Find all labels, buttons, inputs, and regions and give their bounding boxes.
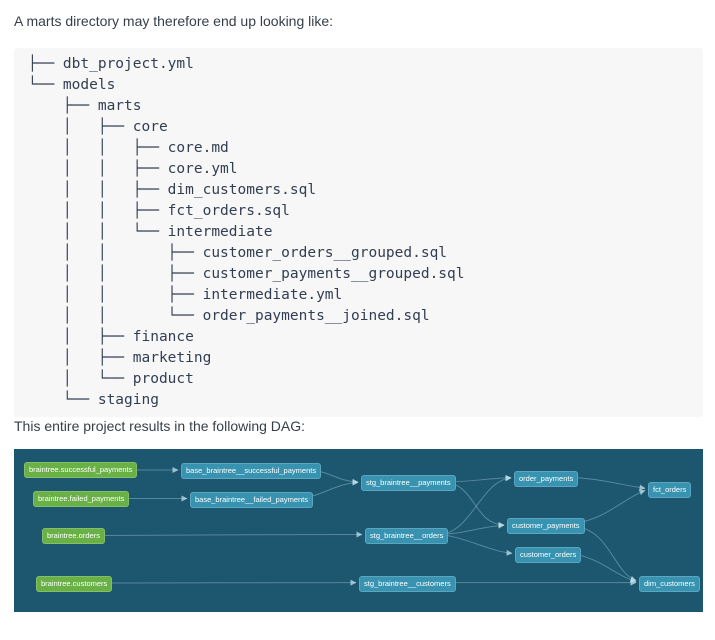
dag-edge-7 — [438, 475, 512, 535]
dag-edge-13 — [575, 489, 646, 524]
directory-tree-code-block: ├── dbt_project.yml └── models ├── marts… — [14, 48, 703, 417]
dag-node-stg-braintree-orders: stg_braintree__orders — [365, 528, 449, 544]
dag-node-customer-orders: customer_orders — [515, 547, 582, 563]
dag-node-base-braintree-successful-payments: base_braintree__successful_payments — [181, 463, 322, 479]
dag-node-braintree-customers: braintree.customers — [36, 576, 113, 592]
dag-node-braintree-successful-payments: braintree.successful_payments — [24, 462, 138, 478]
dag-node-braintree-failed-payments: braintree.failed_payments — [33, 491, 130, 507]
dag-node-customer-payments: customer_payments — [507, 518, 585, 534]
dag-node-fct-orders: fct_orders — [648, 482, 692, 498]
dag-node-dim-customers: dim_customers — [639, 576, 700, 592]
dag-image: braintree.successful_payments braintree.… — [14, 449, 703, 612]
dag-node-base-braintree-failed-payments: base_braintree__failed_payments — [190, 492, 313, 508]
dag-edge-14 — [575, 526, 637, 582]
docs-section: A marts directory may therefore end up l… — [14, 13, 703, 612]
dag-node-braintree-orders: braintree.orders — [42, 528, 105, 544]
dag-node-order-payments: order_payments — [514, 471, 579, 487]
dag-caption: This entire project results in the follo… — [14, 418, 306, 434]
intro-paragraph: A marts directory may therefore end up l… — [14, 13, 334, 29]
dag-edge-12 — [567, 477, 646, 491]
dag-edge-9 — [438, 534, 513, 556]
dag-node-stg-braintree-payments: stg_braintree__payments — [361, 475, 456, 491]
directory-tree: ├── dbt_project.yml └── models ├── marts… — [28, 56, 465, 408]
dag-edge-8 — [438, 522, 505, 535]
dag-edge-6 — [96, 531, 363, 538]
dag-node-stg-braintree-customers: stg_braintree__customers — [359, 576, 456, 592]
